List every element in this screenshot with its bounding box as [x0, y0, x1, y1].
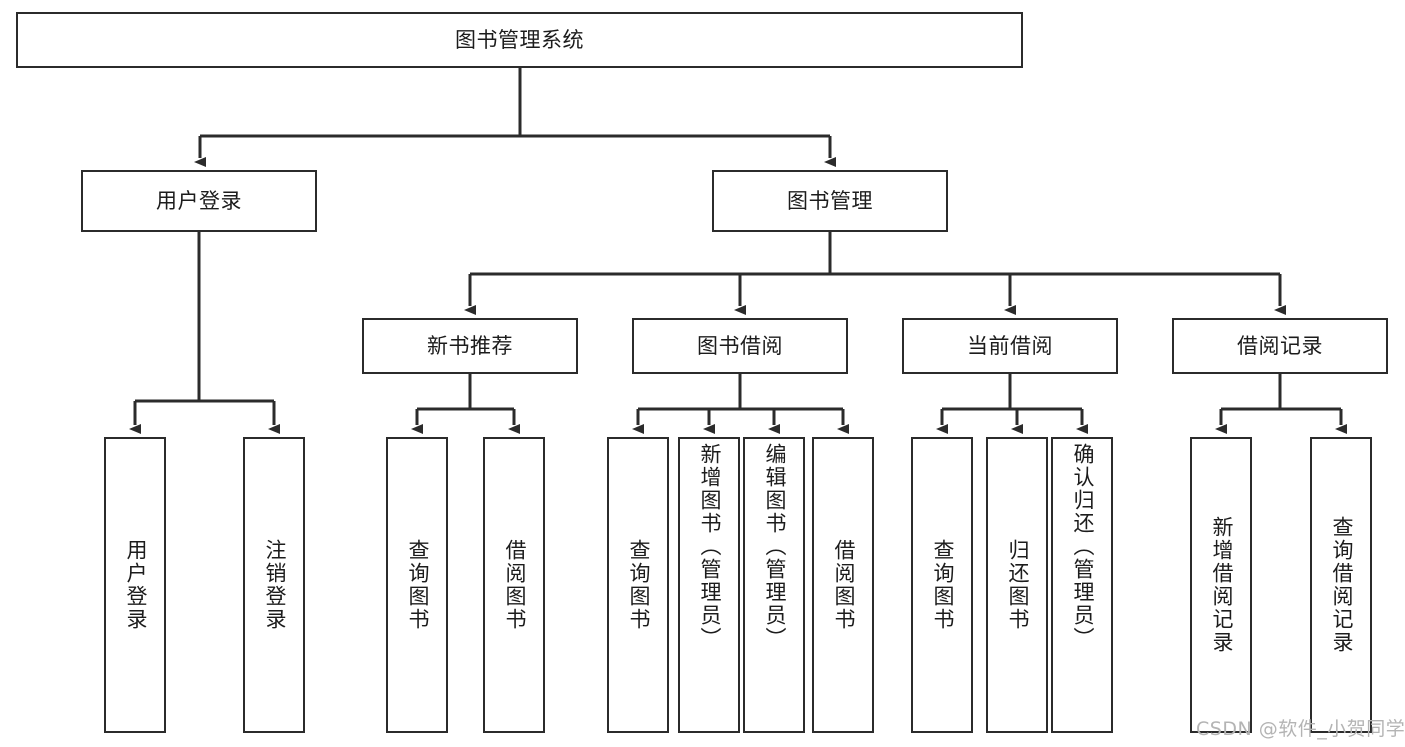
node-root-label: 图书管理系统	[455, 27, 584, 52]
leaf-node-label: 借阅图书	[502, 539, 527, 631]
leaf-node[interactable]: 归还图书	[986, 437, 1048, 733]
leaf-node-label: 查询图书	[405, 539, 430, 631]
leaf-node[interactable]: 借阅图书	[812, 437, 874, 733]
node-new-book-recommend[interactable]: 新书推荐	[362, 318, 578, 374]
leaf-node[interactable]: 确认归还（管理员）	[1051, 437, 1113, 733]
leaf-node[interactable]: 查询图书	[911, 437, 973, 733]
node-root[interactable]: 图书管理系统	[16, 12, 1023, 68]
node-book-borrow-label: 图书借阅	[697, 333, 783, 358]
leaf-node[interactable]: 查询图书	[607, 437, 669, 733]
node-new-book-recommend-label: 新书推荐	[427, 333, 513, 358]
leaf-node[interactable]: 用户登录	[104, 437, 166, 733]
leaf-node-label: 归还图书	[1005, 539, 1030, 631]
node-book-management-label: 图书管理	[787, 188, 873, 213]
leaf-node-label: 借阅图书	[831, 539, 856, 631]
leaf-node[interactable]: 查询图书	[386, 437, 448, 733]
node-borrow-record[interactable]: 借阅记录	[1172, 318, 1388, 374]
leaf-node[interactable]: 编辑图书（管理员）	[743, 437, 805, 733]
leaf-node[interactable]: 新增借阅记录	[1190, 437, 1252, 733]
leaf-node[interactable]: 查询借阅记录	[1310, 437, 1372, 733]
leaf-node-label: 新增图书（管理员）	[697, 443, 722, 650]
node-book-borrow[interactable]: 图书借阅	[632, 318, 848, 374]
watermark-text: CSDN @软件_小贺同学	[1196, 718, 1405, 740]
node-current-borrow[interactable]: 当前借阅	[902, 318, 1118, 374]
node-book-management[interactable]: 图书管理	[712, 170, 948, 232]
leaf-node-label: 新增借阅记录	[1209, 516, 1234, 654]
leaf-node-label: 编辑图书（管理员）	[762, 443, 787, 650]
leaf-node[interactable]: 新增图书（管理员）	[678, 437, 740, 733]
leaf-node[interactable]: 借阅图书	[483, 437, 545, 733]
leaf-node-label: 查询图书	[930, 539, 955, 631]
leaf-node-label: 查询借阅记录	[1329, 516, 1354, 654]
leaf-node[interactable]: 注销登录	[243, 437, 305, 733]
node-borrow-record-label: 借阅记录	[1237, 333, 1323, 358]
leaf-node-label: 确认归还（管理员）	[1070, 443, 1095, 650]
node-user-login-label: 用户登录	[156, 188, 242, 213]
leaf-node-label: 注销登录	[262, 539, 287, 631]
leaf-node-label: 用户登录	[123, 539, 148, 631]
node-current-borrow-label: 当前借阅	[967, 333, 1053, 358]
node-user-login[interactable]: 用户登录	[81, 170, 317, 232]
leaf-node-label: 查询图书	[626, 539, 651, 631]
